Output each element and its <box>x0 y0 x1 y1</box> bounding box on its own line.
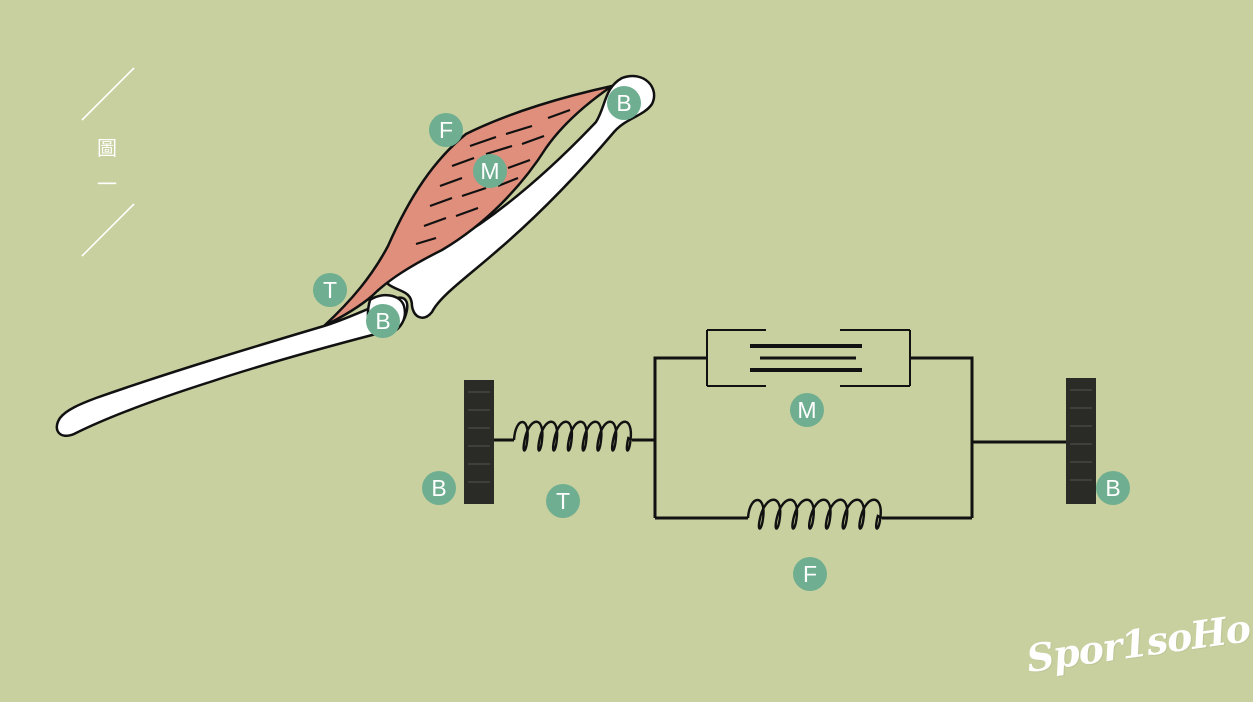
badge-bone-joint-anatomy: B <box>366 304 400 338</box>
badge-muscle-anatomy: M <box>473 154 507 188</box>
diagram-canvas: 圖 一 F M T B B M T F B B Spor1soHo <box>55 67 1253 681</box>
badge-tendon-anatomy: T <box>313 273 347 307</box>
tendon-spring <box>512 420 633 452</box>
muscle-fibers <box>415 108 571 246</box>
arm-illustration <box>55 74 656 437</box>
figure-label-char-1: 圖 <box>97 136 117 160</box>
badge-tendon-model: T <box>546 484 580 518</box>
diagram-drawing <box>55 67 1096 530</box>
fascia-spring <box>746 498 883 530</box>
mechanical-model <box>464 329 1096 530</box>
badge-bone-top-anatomy: B <box>607 86 641 120</box>
muscle-belly <box>322 84 614 328</box>
right-wall <box>1066 378 1096 504</box>
badge-contractile-model: M <box>790 393 824 427</box>
parallel-frame <box>653 356 707 518</box>
badge-bone-left-model: B <box>422 471 456 505</box>
contractile-element <box>706 329 911 387</box>
badge-fascia-model: F <box>793 557 827 591</box>
left-wall <box>464 380 494 504</box>
upper-bone <box>382 74 656 319</box>
forearm-bone <box>55 296 409 437</box>
badge-fascia-anatomy: F <box>429 113 463 147</box>
figure-label-char-2: 一 <box>97 172 117 196</box>
figure-label-decoration <box>81 67 135 257</box>
badge-bone-right-model: B <box>1096 471 1130 505</box>
